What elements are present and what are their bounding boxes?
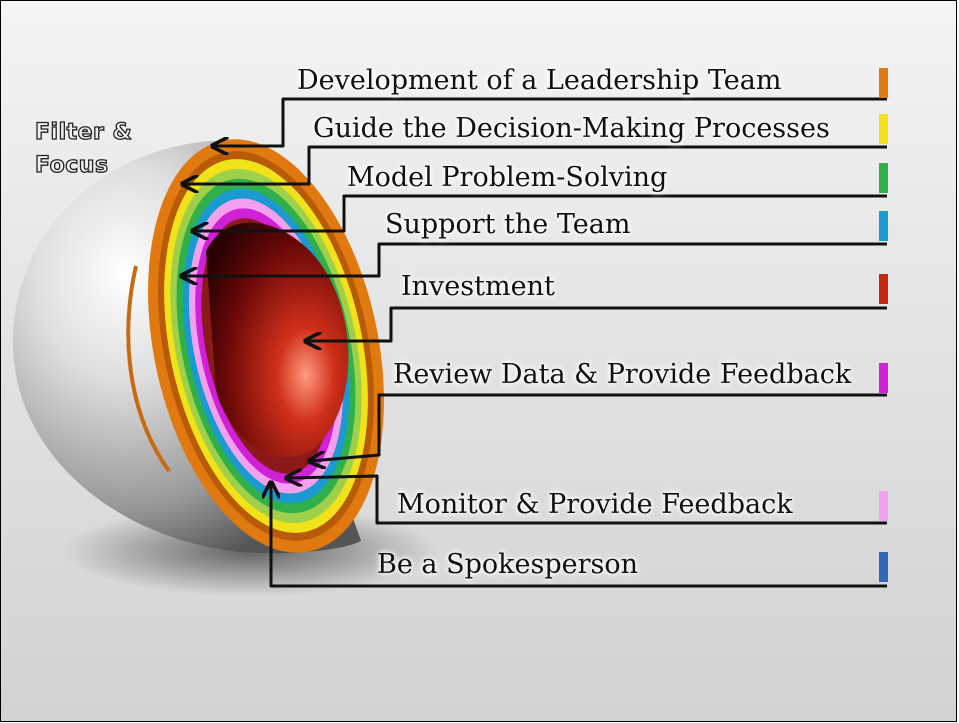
layer-label-4: Support the Team [385,209,631,240]
connector-line-3 [194,194,887,231]
title-line-1: Filter & [34,119,133,145]
core-dome [206,222,349,458]
layer-label-5: Investment [401,271,555,302]
layer-label-1: Development of a Leadership Team [297,65,782,96]
layer-label-3: Model Problem-Solving [347,162,668,193]
connector-line-5 [307,306,887,341]
color-tab-6 [879,363,888,393]
color-tab-4 [879,211,888,241]
layer-label-7: Monitor & Provide Feedback [397,489,793,520]
color-tab-5 [879,274,888,304]
layer-label-8: Be a Spokesperson [377,549,638,580]
color-tab-2 [879,114,888,144]
connector-line-7 [288,476,887,525]
color-tab-8 [879,552,888,582]
connector-line-2 [184,145,887,184]
color-tab-7 [879,491,888,521]
shell-groove [126,265,171,473]
connector-line-8 [271,484,887,588]
color-tab-1 [879,68,888,98]
connector-line-1 [214,97,887,146]
title-line-2: Focus [34,152,109,178]
connector-line-6 [311,393,887,461]
connector-line-4 [183,242,887,276]
layer-label-6: Review Data & Provide Feedback [393,359,852,390]
color-tab-3 [879,163,888,193]
layer-label-2: Guide the Decision-Making Processes [313,113,830,144]
